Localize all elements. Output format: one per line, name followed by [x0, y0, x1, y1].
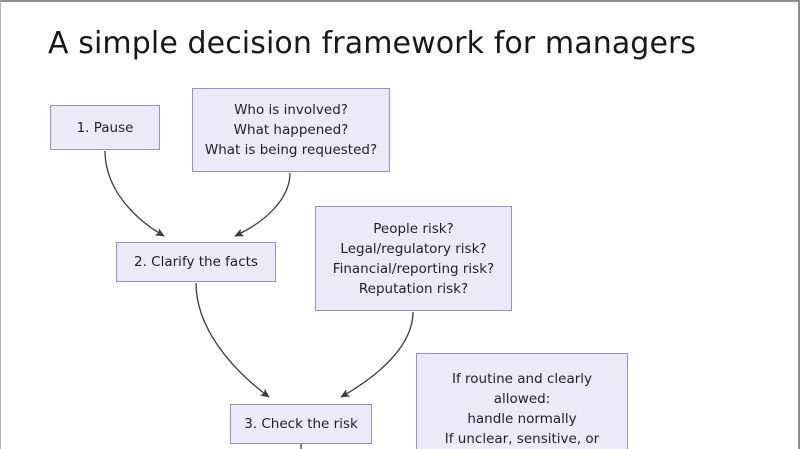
node-risks[interactable]: People risk? Legal/regulatory risk? Fina… — [315, 206, 512, 311]
node-risks-line-2: Legal/regulatory risk? — [340, 240, 487, 257]
node-routing-line-3: handle normally — [467, 411, 577, 427]
node-questions-line-1: Who is involved? — [234, 102, 348, 118]
node-questions-line-2: What happened? — [233, 122, 349, 138]
node-risks-line-4: Reputation risk? — [358, 280, 469, 297]
connector-questions-to-clarify — [234, 172, 291, 237]
node-routing-line-1: If routine and clearly — [451, 371, 593, 387]
node-clarify[interactable]: 2. Clarify the facts — [116, 242, 276, 282]
node-risks-line-1: People risk? — [373, 220, 454, 237]
page-title: A simple decision framework for managers — [48, 26, 697, 61]
node-routing-line-2: allowed: — [493, 391, 551, 407]
node-check[interactable]: 3. Check the risk — [230, 404, 372, 444]
node-risks-line-3: Financial/reporting risk? — [332, 260, 495, 277]
node-questions[interactable]: Who is involved? What happened? What is … — [192, 88, 390, 172]
connector-pause-to-clarify — [104, 150, 165, 237]
node-questions-line-3: What is being requested? — [204, 142, 378, 158]
node-check-line-1: 3. Check the risk — [244, 416, 358, 432]
node-pause-line-1: 1. Pause — [76, 119, 134, 136]
connector-clarify-to-check — [195, 282, 270, 398]
node-clarify-line-1: 2. Clarify the facts — [134, 254, 258, 270]
node-routing[interactable]: If routine and clearly allowed: handle n… — [416, 353, 628, 449]
node-pause[interactable]: 1. Pause — [50, 105, 160, 150]
connector-risks-to-check — [340, 311, 414, 398]
node-routing-line-4: If unclear, sensitive, or — [444, 431, 600, 447]
